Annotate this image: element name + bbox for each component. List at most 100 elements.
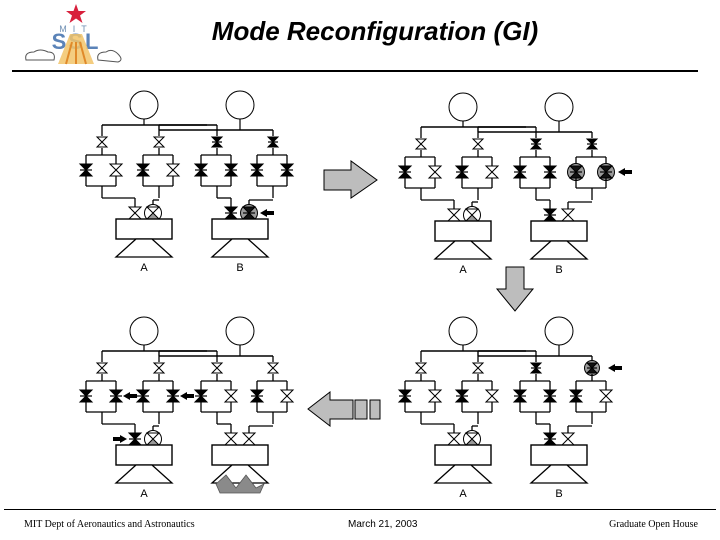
branch-2	[454, 356, 500, 424]
valve-lower	[484, 171, 500, 179]
valve-closed-icon	[193, 163, 209, 177]
indicator-arrow-icon	[618, 168, 632, 176]
footer-department: MIT Dept of Aeronautics and Astronautics	[24, 519, 195, 530]
combustion-chamber	[434, 220, 492, 242]
valve-lower	[454, 395, 470, 403]
engine-label: A	[459, 264, 467, 276]
combustion-chamber	[530, 444, 588, 466]
valve-upper	[454, 165, 470, 173]
valve-upper	[542, 208, 558, 216]
logo-mit-text: MIT	[59, 24, 93, 34]
valve-lower	[427, 395, 443, 403]
valve-upper	[446, 208, 462, 216]
engine-b: B	[529, 199, 592, 276]
valve-failed-icon	[584, 360, 600, 376]
valve-lower	[223, 395, 239, 403]
valve-upper	[560, 208, 576, 216]
arrow-shape	[180, 392, 194, 400]
valve-upper	[95, 362, 109, 369]
valve-upper	[223, 163, 239, 171]
valve-lower	[446, 214, 462, 222]
valve-upper	[127, 432, 143, 440]
valve-closed-icon	[454, 165, 470, 179]
branch-4	[249, 130, 295, 198]
valve-upper	[266, 136, 280, 143]
valve-closed-icon	[529, 138, 543, 150]
valve-lower	[78, 395, 94, 403]
valve-failed-half-icon	[463, 430, 481, 448]
valve-open-icon	[127, 206, 143, 220]
valve-open-icon	[560, 208, 576, 222]
valve-lower	[249, 395, 265, 403]
valve-upper	[223, 389, 239, 397]
indicator-arrow-icon	[608, 364, 622, 372]
valve-upper	[464, 208, 480, 216]
valve-lower	[165, 395, 181, 403]
valve-open-icon	[414, 362, 428, 374]
engine-label: A	[459, 488, 467, 500]
propellant-tank-icon	[544, 92, 574, 122]
right-arrow-icon	[323, 160, 378, 199]
valve-upper	[145, 206, 161, 214]
valve-lower	[529, 367, 543, 374]
valve-closed-icon	[249, 389, 265, 403]
valve-upper	[484, 165, 500, 173]
valve-open-icon	[152, 362, 166, 374]
valve-upper	[427, 389, 443, 397]
arrow-shape	[260, 209, 274, 217]
valve-upper	[568, 389, 584, 397]
valve-upper	[542, 389, 558, 397]
valve-closed-icon	[249, 163, 265, 177]
valve-lower	[397, 171, 413, 179]
valve-lower	[210, 141, 224, 148]
arrow-head	[307, 390, 354, 428]
valve-open-icon	[241, 432, 257, 446]
valve-lower	[446, 438, 462, 446]
valve-upper	[414, 362, 428, 369]
valve-closed-icon	[568, 389, 584, 403]
valve-upper	[223, 432, 239, 440]
engine-label: B	[555, 488, 562, 500]
valve-failed-icon	[597, 163, 615, 181]
valve-upper	[249, 163, 265, 171]
valve-closed-icon	[542, 389, 558, 403]
engine-label: B	[555, 264, 562, 276]
valve-open-icon	[279, 389, 295, 403]
valve-lower	[279, 395, 295, 403]
engine-a: A	[102, 423, 174, 500]
valve-upper	[135, 389, 151, 397]
valve-closed-icon	[397, 165, 413, 179]
valve-upper	[193, 389, 209, 397]
valve-upper	[152, 362, 166, 369]
valve-closed-icon	[529, 362, 543, 374]
valve-upper	[529, 138, 543, 145]
valve-upper	[135, 163, 151, 171]
valve-lower	[135, 169, 151, 177]
indicator-arrow-icon	[123, 392, 137, 400]
valve-closed-icon	[266, 136, 280, 148]
valve-open-icon	[223, 389, 239, 403]
combustion-chamber	[211, 218, 269, 240]
valve-lower	[223, 438, 239, 446]
arrow-shape	[113, 435, 127, 443]
valve-lower	[193, 169, 209, 177]
valve-open-icon	[560, 432, 576, 446]
valve-upper	[397, 389, 413, 397]
valve-lower	[414, 143, 428, 150]
valve-closed-icon	[223, 163, 239, 177]
valve-upper	[165, 163, 181, 171]
indicator-arrow-icon	[113, 435, 127, 443]
valve-lower	[135, 395, 151, 403]
indicator-arrow-icon	[260, 209, 274, 217]
valve-lower	[542, 214, 558, 222]
valve-upper	[210, 362, 224, 369]
valve-lower	[484, 395, 500, 403]
valve-lower	[78, 169, 94, 177]
propellant-tank-icon	[544, 316, 574, 346]
valve-upper	[165, 389, 181, 397]
arrow-shape	[618, 168, 632, 176]
nozzle	[210, 238, 270, 258]
branch-2	[135, 356, 181, 424]
